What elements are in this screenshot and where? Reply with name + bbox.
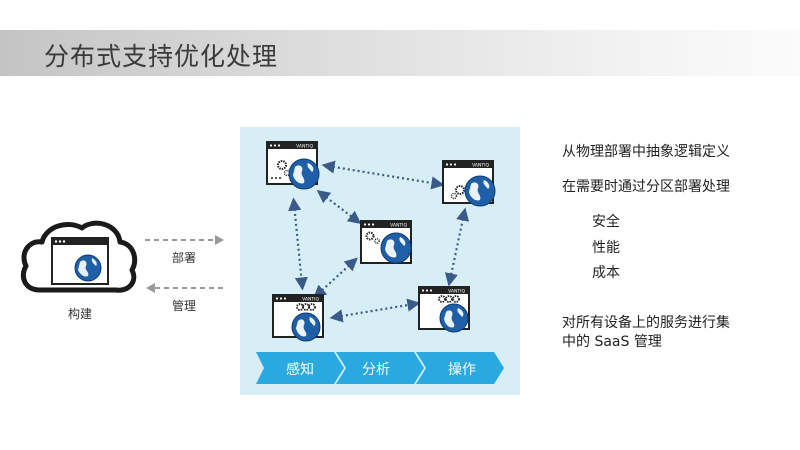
stage-label: 分析 [362, 362, 390, 378]
node-icon: VANTIQ [418, 286, 470, 333]
title-bar: 分布式支持优化处理 [0, 30, 800, 76]
sub-bullet: 性能 [592, 240, 620, 256]
chevron-analyze [336, 352, 424, 384]
bullet-line: 中的 SaaS 管理 [562, 334, 662, 350]
cloud-window-icon [51, 237, 109, 285]
link-n1-n4 [288, 197, 308, 291]
link-n1-n3 [316, 189, 362, 225]
cloud-icon [20, 220, 138, 293]
deploy-label: 部署 [172, 251, 197, 265]
manage-arrow-head [146, 283, 155, 293]
node-brand: VANTIQ [302, 297, 319, 303]
stage-label: 操作 [448, 362, 476, 378]
sub-bullet: 成本 [592, 265, 620, 281]
page-title: 分布式支持优化处理 [44, 42, 279, 71]
bullet-line: 对所有设备上的服务进行集 [562, 315, 730, 331]
link-n1-n2 [321, 160, 445, 190]
deploy-arrow-head [215, 235, 224, 245]
sub-bullet: 安全 [592, 214, 620, 230]
link-n2-n5 [444, 207, 470, 287]
node-icon: VANTIQ [272, 294, 324, 342]
node-brand: VANTIQ [448, 289, 465, 295]
node-brand: VANTIQ [296, 144, 313, 150]
bullet-line: 在需要时通过分区部署处理 [562, 179, 730, 195]
chevron-act [416, 352, 504, 384]
chevron-sense [256, 352, 344, 384]
link-n4-n5 [329, 298, 421, 323]
cloud-label: 构建 [68, 307, 93, 321]
node-brand: VANTIQ [390, 223, 407, 229]
node-icon: VANTIQ [266, 141, 320, 190]
manage-label: 管理 [172, 299, 197, 313]
node-brand: VANTIQ [472, 163, 489, 169]
node-icon: VANTIQ [442, 160, 496, 207]
stage-label: 感知 [286, 362, 314, 378]
bullet-line: 从物理部署中抽象逻辑定义 [562, 144, 730, 160]
node-icon: VANTIQ [360, 220, 412, 264]
